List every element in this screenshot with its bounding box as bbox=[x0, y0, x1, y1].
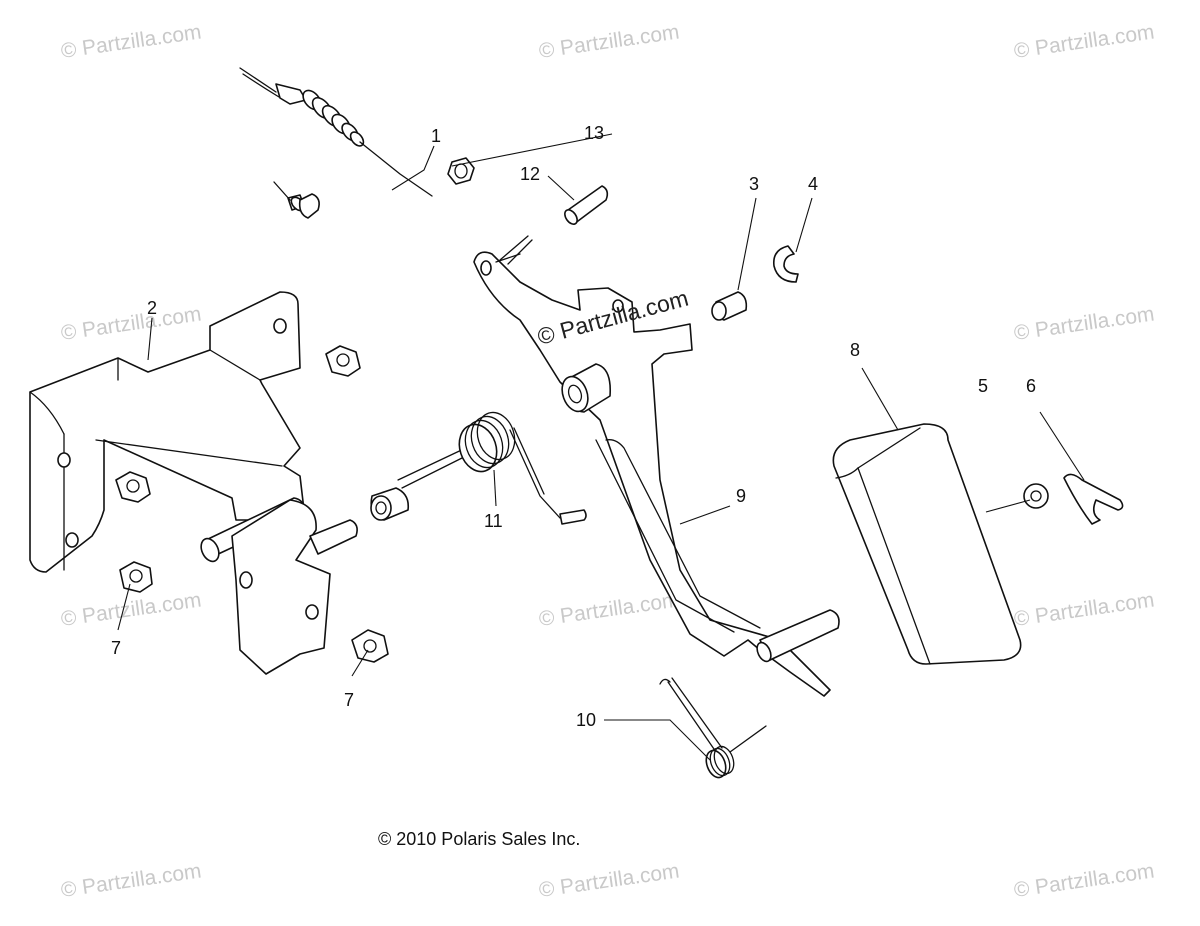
callout-8: 8 bbox=[850, 340, 860, 360]
watermark: © Partzilla.com bbox=[59, 588, 202, 630]
callout-5: 5 bbox=[978, 376, 988, 396]
callout-4: 4 bbox=[808, 174, 818, 194]
pivot-assembly bbox=[200, 497, 358, 675]
callout-1: 1 bbox=[431, 126, 441, 146]
callout-13: 13 bbox=[584, 123, 604, 143]
leader-lines bbox=[117, 133, 1085, 761]
watermark: © Partzilla.com bbox=[1012, 20, 1155, 62]
copyright-notice: © 2010 Polaris Sales Inc. bbox=[378, 829, 580, 849]
callout-11: 11 bbox=[484, 511, 503, 531]
part-6-cotter-pin bbox=[1063, 473, 1124, 525]
callout-3: 3 bbox=[749, 174, 759, 194]
callout-2: 2 bbox=[147, 298, 157, 318]
watermark: © Partzilla.com bbox=[1012, 859, 1155, 901]
watermark: © Partzilla.com bbox=[59, 859, 202, 901]
watermark: © Partzilla.com bbox=[59, 20, 202, 62]
callout-9: 9 bbox=[736, 486, 746, 506]
watermark: © Partzilla.com bbox=[59, 302, 202, 344]
part-5-washer bbox=[1023, 483, 1049, 509]
part-8-pedal-pad bbox=[832, 423, 1022, 665]
part-11-spring bbox=[397, 411, 587, 525]
nuts bbox=[115, 345, 389, 663]
pedal-bushing bbox=[561, 363, 612, 413]
callout-10: 10 bbox=[576, 710, 596, 730]
callout-7-right: 7 bbox=[344, 690, 354, 710]
pivot-bushing bbox=[370, 487, 410, 521]
watermark: © Partzilla.com bbox=[537, 20, 680, 62]
part-10-spring bbox=[659, 677, 767, 779]
callout-12: 12 bbox=[520, 164, 540, 184]
callout-6: 6 bbox=[1026, 376, 1036, 396]
part-9-pedal-arm bbox=[473, 235, 840, 697]
part-3-bushing bbox=[711, 291, 748, 321]
part-12-bushing bbox=[564, 185, 609, 225]
callouts: 1 2 3 4 5 6 7 7 8 9 10 11 12 13 bbox=[111, 123, 1036, 730]
watermark: © Partzilla.com bbox=[537, 588, 680, 630]
watermark: © Partzilla.com bbox=[537, 859, 680, 901]
watermark: © Partzilla.com bbox=[1012, 302, 1155, 344]
watermark: © Partzilla.com bbox=[1012, 588, 1155, 630]
part-1-cable bbox=[239, 67, 433, 219]
part-2-bracket bbox=[29, 291, 305, 573]
part-4-eclip bbox=[772, 245, 799, 283]
callout-7-left: 7 bbox=[111, 638, 121, 658]
